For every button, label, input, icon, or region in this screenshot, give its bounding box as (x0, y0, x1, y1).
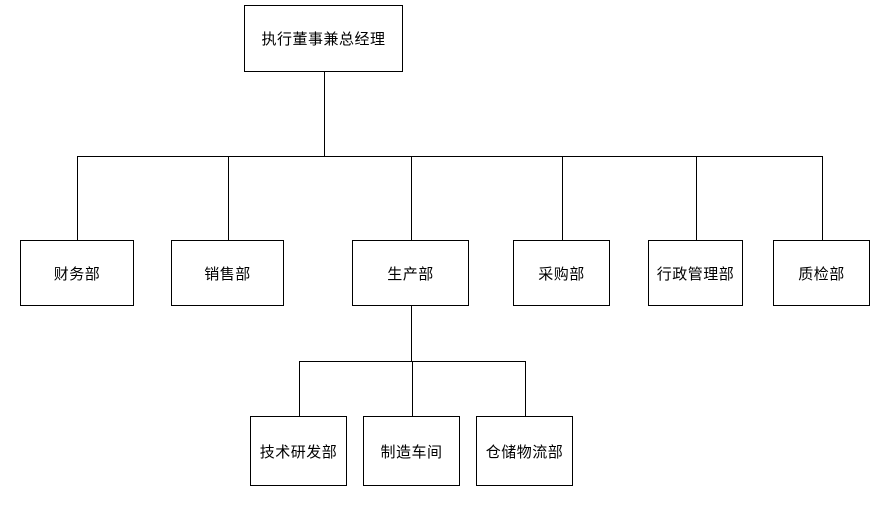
connector-line (411, 306, 412, 361)
connector-line (411, 156, 412, 240)
org-node-label: 行政管理部 (656, 264, 735, 283)
org-node-qc: 质检部 (773, 240, 870, 306)
org-node-label: 仓储物流部 (485, 442, 564, 461)
org-node-sales: 销售部 (171, 240, 284, 306)
connector-line (299, 361, 300, 416)
org-node-label: 技术研发部 (259, 442, 338, 461)
org-node-root: 执行董事兼总经理 (244, 5, 403, 72)
org-node-logistics: 仓储物流部 (476, 416, 573, 486)
connector-line (324, 72, 325, 156)
connector-line (228, 156, 229, 240)
connector-line (696, 156, 697, 240)
connector-line (562, 156, 563, 240)
org-node-label: 执行董事兼总经理 (261, 30, 386, 48)
connector-line (412, 361, 413, 416)
org-node-production: 生产部 (352, 240, 469, 306)
connector-line (77, 156, 823, 157)
org-node-finance: 财务部 (20, 240, 134, 306)
org-node-label: 财务部 (53, 264, 101, 283)
org-node-label: 销售部 (204, 264, 251, 283)
connector-line (525, 361, 526, 416)
org-node-workshop: 制造车间 (363, 416, 460, 486)
org-node-label: 质检部 (798, 264, 845, 283)
org-node-label: 生产部 (387, 264, 434, 283)
connector-line (77, 156, 78, 240)
org-node-label: 采购部 (538, 264, 585, 283)
org-node-rnd: 技术研发部 (250, 416, 347, 486)
org-node-label: 制造车间 (380, 442, 443, 461)
org-node-purchasing: 采购部 (513, 240, 610, 306)
connector-line (822, 156, 823, 240)
org-node-admin: 行政管理部 (648, 240, 743, 306)
